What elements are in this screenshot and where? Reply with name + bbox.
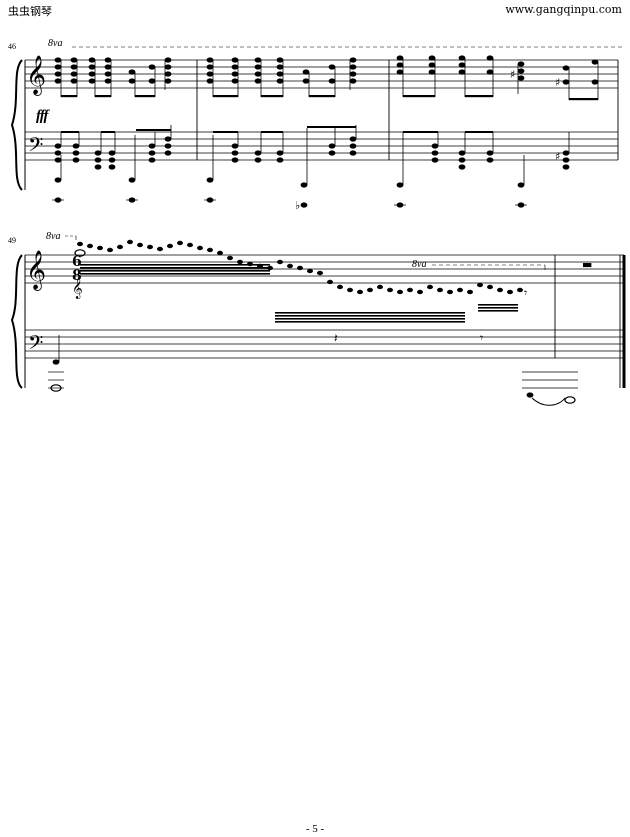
system-2: 𝄞 𝄢 6 8 𝄞 𝄾 ▬ bbox=[10, 235, 626, 406]
bass-clef-icon: 𝄢 bbox=[28, 331, 43, 359]
treble-chords: ♯ ♯ bbox=[396, 55, 599, 101]
chord bbox=[128, 69, 136, 97]
system-1: 𝄞 𝄢 bbox=[10, 46, 622, 212]
bass-chords: ♯ bbox=[394, 131, 570, 208]
run-notes bbox=[77, 239, 523, 295]
time-signature: 8 bbox=[72, 268, 82, 284]
chord bbox=[70, 57, 78, 97]
svg-text:𝄾: 𝄾 bbox=[524, 286, 527, 300]
bass-chords: ♭ bbox=[204, 125, 357, 212]
bass-notes: 𝄽 𝄾 bbox=[48, 331, 578, 406]
svg-text:𝄾: 𝄾 bbox=[480, 331, 483, 345]
chord bbox=[54, 57, 62, 97]
treble-staff bbox=[25, 254, 624, 284]
treble-chords bbox=[54, 57, 172, 98]
treble-staff bbox=[25, 59, 618, 89]
svg-text:▬: ▬ bbox=[582, 258, 592, 271]
bass-staff bbox=[25, 329, 624, 359]
chord bbox=[148, 64, 156, 97]
site-name: 虫虫钢琴 bbox=[8, 5, 52, 18]
chord bbox=[104, 57, 112, 97]
treble-clef-icon: 𝄞 bbox=[26, 55, 46, 96]
treble-chords bbox=[206, 57, 357, 98]
treble-clef-icon: 𝄞 bbox=[26, 250, 46, 291]
ottava-mark: 8va bbox=[46, 231, 61, 242]
dynamic-marking: fff bbox=[36, 108, 48, 124]
svg-text:𝄞: 𝄞 bbox=[72, 278, 83, 299]
chord bbox=[88, 57, 96, 97]
svg-text:♯: ♯ bbox=[510, 68, 515, 81]
grand-staff-brace bbox=[10, 254, 23, 389]
ottava-mark: 8va bbox=[48, 38, 63, 49]
svg-text:♯: ♯ bbox=[555, 150, 560, 163]
svg-text:𝄽: 𝄽 bbox=[334, 331, 338, 345]
page-number: - 5 - bbox=[305, 823, 325, 835]
ottava-mark: 8va bbox=[412, 259, 427, 270]
site-url: www.gangqinpu.com bbox=[505, 3, 622, 16]
measure-number: 49 bbox=[8, 236, 16, 245]
bass-staff bbox=[25, 131, 618, 161]
svg-text:♯: ♯ bbox=[555, 76, 560, 89]
bass-clef-icon: 𝄢 bbox=[28, 133, 43, 161]
svg-text:♭: ♭ bbox=[295, 199, 300, 212]
grand-staff-brace bbox=[10, 59, 23, 191]
bass-chords bbox=[52, 125, 172, 203]
chord bbox=[164, 57, 172, 90]
measure-number: 46 bbox=[8, 42, 16, 51]
time-signature: 6 bbox=[72, 254, 82, 270]
